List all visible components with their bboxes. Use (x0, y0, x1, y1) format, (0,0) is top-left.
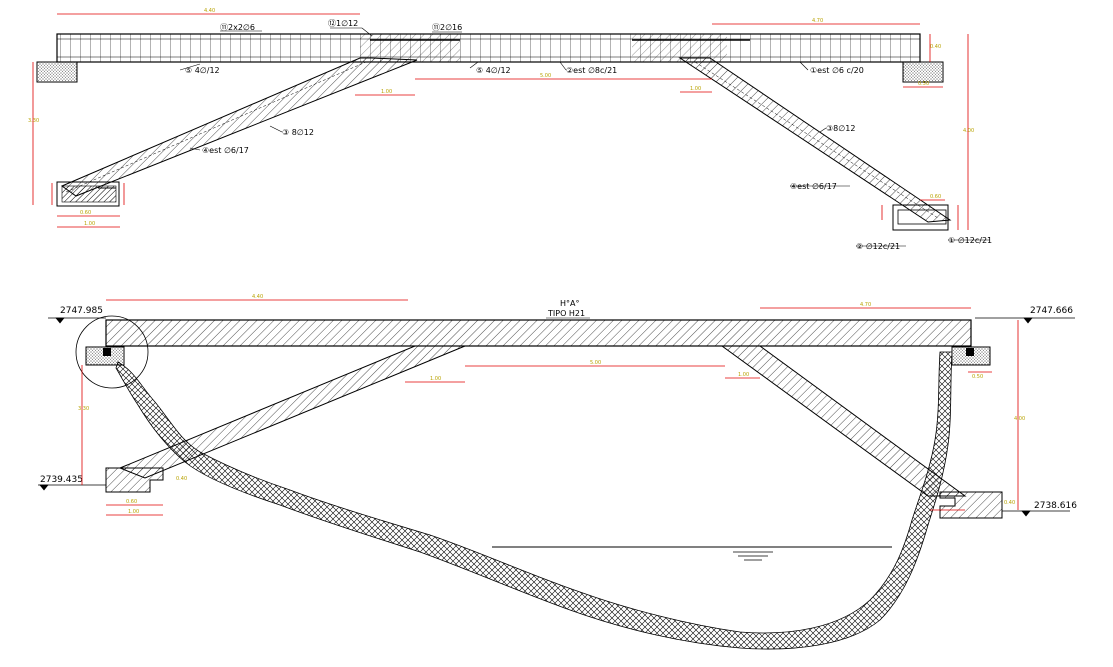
label-footing-bar-2: ② ∅12c/21 (856, 242, 900, 251)
elev-top-right: 2747.666 (1030, 306, 1073, 316)
svg-text:1.00: 1.00 (84, 221, 95, 227)
svg-text:0.40: 0.40 (930, 44, 941, 50)
svg-text:1.00: 1.00 (690, 86, 701, 92)
svg-text:0.40: 0.40 (1004, 500, 1015, 506)
svg-text:4.40: 4.40 (204, 8, 215, 14)
elev-top-left: 2747.985 (60, 306, 103, 316)
foot-left (56, 181, 120, 207)
section-footing-right (939, 491, 1003, 519)
svg-text:0.50: 0.50 (918, 81, 929, 87)
svg-text:4.00: 4.00 (1014, 416, 1025, 422)
label-rebar-top: ⑪2x2∅6 (220, 23, 255, 32)
section-footing-left (105, 467, 164, 493)
svg-text:4.70: 4.70 (860, 302, 871, 308)
svg-text:0.60: 0.60 (80, 210, 91, 216)
label-rebar-bottom-left: ⑤ 4∅/12 (185, 66, 220, 75)
label-strut-stirrup-left: ④est ∅6/17 (202, 146, 249, 155)
foot-right (892, 204, 949, 231)
label-footing-bar-1: ① ∅12c/21 (948, 236, 992, 245)
slab-top (56, 33, 921, 63)
svg-text:0.50: 0.50 (972, 374, 983, 380)
label-strut-stirrup-right: ④est ∅6/17 (790, 182, 837, 191)
section-type: TIPO H21 (547, 309, 585, 318)
label-rebar-1x12: ⑫1∅12 (328, 19, 358, 28)
elev-bottom-left: 2739.435 (40, 475, 83, 485)
bridge-section: H°A° TIPO H21 2747.985 2747.666 2739.435… (38, 294, 1077, 650)
section-strut-left (118, 345, 466, 479)
strut-right (678, 57, 952, 223)
svg-text:3.30: 3.30 (78, 406, 89, 412)
svg-text:1.00: 1.00 (430, 376, 441, 382)
water-level-icon (733, 551, 773, 561)
abutment-pad-right (902, 61, 944, 83)
svg-text:4.00: 4.00 (963, 128, 974, 134)
detail-circle (75, 315, 149, 389)
abutment-pad-left (36, 61, 78, 83)
svg-text:5.00: 5.00 (590, 360, 601, 366)
svg-text:4.40: 4.40 (252, 294, 263, 300)
svg-text:3.30: 3.30 (28, 118, 39, 124)
label-rebar-2x16: ⑪2∅16 (432, 23, 462, 32)
label-stirrups-center: ②est ∅8c/21 (566, 66, 617, 75)
section-strut-right (720, 345, 967, 497)
svg-text:1.00: 1.00 (381, 89, 392, 95)
svg-text:1.00: 1.00 (738, 372, 749, 378)
reinforcement-detail: 4.40 4.70 5.00 1.00 1.00 3.30 4.00 0.40 … (28, 8, 992, 251)
label-stirrups-right: ①est ∅6 c/20 (810, 66, 864, 75)
label-rebar-bottom-center: ⑤ 4∅/12 (476, 66, 511, 75)
label-strut-bar-left: ③ 8∅12 (282, 128, 314, 137)
svg-text:0.60: 0.60 (930, 194, 941, 200)
label-strut-bar-right: ③8∅12 (826, 124, 855, 133)
svg-text:0.40: 0.40 (176, 476, 187, 482)
deck-slab (105, 319, 972, 347)
svg-text:5.00: 5.00 (540, 73, 551, 79)
elev-bottom-right: 2738.616 (1034, 501, 1077, 511)
svg-text:0.60: 0.60 (126, 499, 137, 505)
svg-text:4.70: 4.70 (812, 18, 823, 24)
svg-text:1.00: 1.00 (128, 509, 139, 515)
strut-left (60, 57, 418, 197)
section-title: H°A° (560, 299, 580, 308)
